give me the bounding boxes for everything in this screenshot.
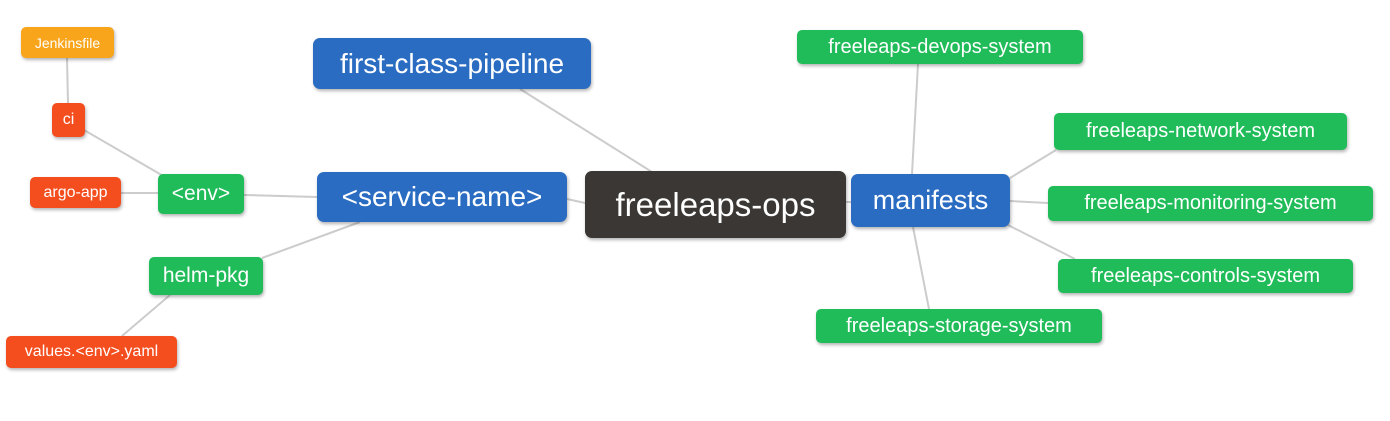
mindmap-node-monitoring-system[interactable]: freeleaps-monitoring-system [1048,186,1373,221]
mindmap-node-argo-app[interactable]: argo-app [30,177,121,208]
mindmap-node-env[interactable]: <env> [158,174,244,214]
mindmap-node-controls-system[interactable]: freeleaps-controls-system [1058,259,1353,293]
mindmap-node-network-system[interactable]: freeleaps-network-system [1054,113,1347,150]
mindmap-node-jenkinsfile[interactable]: Jenkinsfile [21,27,114,58]
mindmap-node-helm-pkg[interactable]: helm-pkg [149,257,263,295]
mindmap-node-manifests[interactable]: manifests [851,174,1010,227]
mindmap-node-devops-system[interactable]: freeleaps-devops-system [797,30,1083,64]
mindmap-node-storage-system[interactable]: freeleaps-storage-system [816,309,1102,343]
mindmap-node-freeleaps-ops[interactable]: freeleaps-ops [585,171,846,238]
mindmap-node-values-env-yaml[interactable]: values.<env>.yaml [6,336,177,368]
mindmap-node-first-class-pipeline[interactable]: first-class-pipeline [313,38,591,89]
mindmap-node-ci[interactable]: ci [52,103,85,137]
mindmap-node-service-name[interactable]: <service-name> [317,172,567,222]
